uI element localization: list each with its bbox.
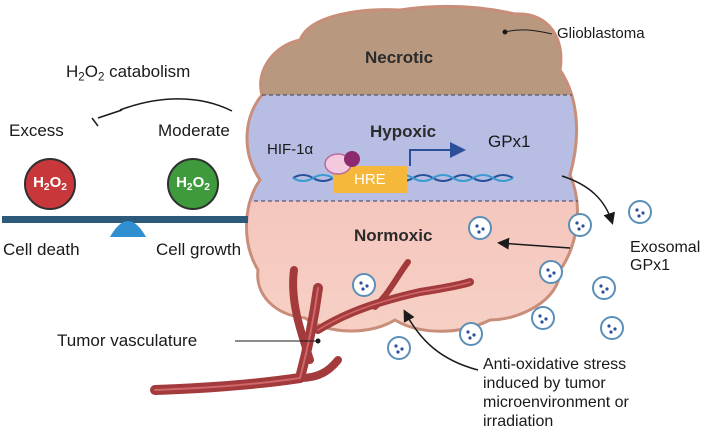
- catabolism-label: H2O2 catabolism: [66, 62, 191, 84]
- exosome: [459, 322, 483, 346]
- exosome: [628, 200, 652, 224]
- exosome-uptake-arrow: [497, 237, 571, 250]
- secretion-arrow: [561, 175, 615, 225]
- glioblastoma-leader: [504, 29, 553, 35]
- hypoxic-label: Hypoxic: [370, 122, 437, 141]
- glioblastoma-label: Glioblastoma: [557, 25, 645, 42]
- exosome: [531, 306, 555, 330]
- promoter-arrow: [409, 142, 466, 166]
- blood-vessels: [150, 259, 474, 395]
- tumor-zones: [246, 6, 578, 332]
- leader-dot: [315, 338, 321, 344]
- glioblastoma-outline: [244, 5, 579, 333]
- exosome: [352, 273, 376, 297]
- balance-beam: [2, 216, 248, 223]
- hif-label: HIF-1α: [267, 141, 314, 158]
- moderate-label: Moderate: [158, 121, 230, 140]
- exosome: [592, 276, 616, 300]
- leader-dot: [502, 29, 508, 35]
- excess-label: Excess: [9, 121, 64, 140]
- exosomal-gpx1-label: Exosomal GPx1: [630, 239, 701, 275]
- moderate-h2o2-molecule: H2O2: [167, 158, 219, 210]
- exosome: [387, 336, 411, 360]
- catabolism-arrow: [119, 98, 233, 112]
- necrotic-label: Necrotic: [365, 48, 434, 67]
- normoxic-label: Normoxic: [354, 226, 433, 245]
- hif-partner: [344, 151, 360, 167]
- inhibition-bar: [91, 117, 99, 127]
- exosome: [468, 216, 492, 240]
- tumor-vasculature-label: Tumor vasculature: [57, 331, 198, 350]
- molecule-label: H2O2: [33, 174, 67, 194]
- excess-h2o2-molecule: H2O2: [24, 158, 76, 210]
- balance-fulcrum: [110, 221, 146, 237]
- cell-death-label: Cell death: [3, 240, 80, 259]
- exosome: [539, 260, 563, 284]
- exosome: [568, 213, 592, 237]
- stress-label: Anti-oxidative stress induced by tumor m…: [483, 356, 629, 430]
- catabolism-arrow-tail: [97, 109, 123, 119]
- gpx1-label: GPx1: [488, 132, 531, 151]
- exosome: [600, 316, 624, 340]
- stress-arrow: [403, 309, 479, 371]
- hre-label: HRE: [354, 171, 386, 188]
- cell-growth-label: Cell growth: [156, 240, 242, 259]
- hypoxic-zone: [246, 95, 578, 201]
- exosomes: [352, 200, 652, 360]
- molecule-label: H2O2: [176, 174, 210, 194]
